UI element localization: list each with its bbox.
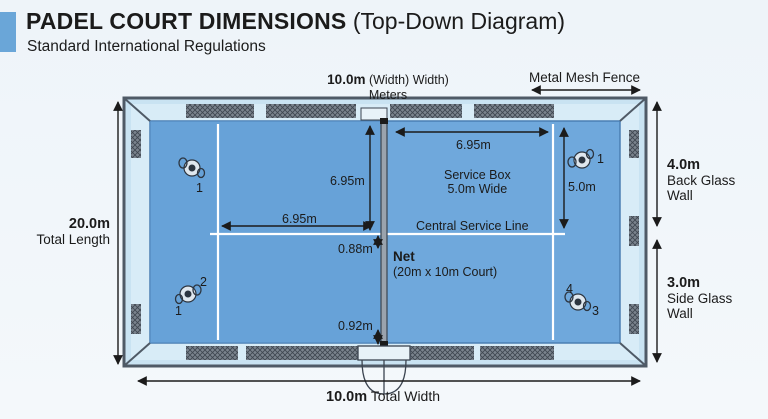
fence-left [131, 130, 141, 334]
service-box-title: Service Box [444, 168, 511, 182]
total-length-label: 20.0m Total Length [14, 216, 110, 248]
net-post-top-cap [380, 118, 388, 124]
top-width-unit: Meters [368, 87, 408, 102]
door [357, 345, 411, 395]
net [380, 119, 388, 347]
title-bold: PADEL COURT DIMENSIONS [26, 8, 347, 34]
top-width-text: (Width) Width) [368, 73, 449, 87]
dimension-arrows [113, 85, 662, 386]
player-1-icon [178, 157, 206, 179]
player-3-icon [567, 148, 595, 169]
side-wall-line2: Wall [667, 305, 693, 321]
total-width-label: 10.0m Total Width [326, 388, 440, 406]
fence-label: Metal Mesh Fence [529, 70, 641, 85]
top-width-label: 10.0m (Width) Width) Meters [318, 72, 458, 102]
net-title: Net [393, 249, 415, 264]
total-length-text: Total Length [36, 231, 110, 247]
fence-bottom [186, 346, 554, 360]
gap-top-label: 0.88m [338, 242, 373, 256]
fence-right [629, 130, 639, 334]
net-label: Net (20m x 10m Court) [393, 249, 497, 279]
player-2-number: 2 [200, 275, 207, 289]
total-width-text: Total Width [370, 388, 441, 404]
service-depth-left-label: 6.95m [282, 212, 317, 226]
net-post-top [360, 107, 388, 121]
back-wall-value: 4.0m [667, 157, 701, 173]
title-accent-bar [0, 12, 16, 52]
side-wall-label: 3.0m Side Glass Wall [667, 275, 733, 322]
service-depth-left-vertical-label: 6.95m [330, 174, 365, 188]
player-2-number-secondary: 1 [175, 304, 182, 318]
total-length-value: 20.0m [68, 216, 110, 232]
service-depth-right-label: 6.95m [456, 138, 491, 152]
player-4-number-secondary: 3 [592, 304, 599, 318]
central-service-line-label: Central Service Line [416, 219, 529, 233]
net-post-bottom-cap [380, 341, 388, 347]
playing-surface-shade [150, 121, 385, 343]
back-wall-line2: Wall [667, 187, 693, 203]
service-box-dim-label: 5.0m [568, 180, 596, 194]
player-4-icon [564, 291, 592, 312]
page-subtitle: Standard International Regulations [27, 38, 266, 55]
back-wall-line1: Back Glass [667, 172, 736, 188]
player-1-number: 1 [196, 181, 203, 195]
fence-top [186, 104, 554, 118]
page-title: PADEL COURT DIMENSIONS (Top-Down Diagram… [26, 8, 565, 35]
service-box-label: Service Box 5.0m Wide [444, 168, 511, 197]
side-wall-line1: Side Glass [667, 290, 733, 306]
total-width-value: 10.0m [326, 389, 368, 405]
player-2-icon [174, 284, 202, 305]
net-sub: (20m x 10m Court) [393, 264, 498, 279]
back-wall-label: 4.0m Back Glass Wall [667, 157, 736, 204]
gap-bottom-label: 0.92m [338, 319, 373, 333]
top-width-value: 10.0m [327, 72, 366, 87]
title-light: (Top-Down Diagram) [352, 8, 566, 34]
player-4-number: 4 [566, 282, 573, 296]
service-box-width: 5.0m Wide [447, 182, 508, 197]
side-wall-value: 3.0m [667, 275, 701, 291]
corner-frames [123, 97, 647, 367]
player-3-number: 1 [597, 152, 604, 166]
